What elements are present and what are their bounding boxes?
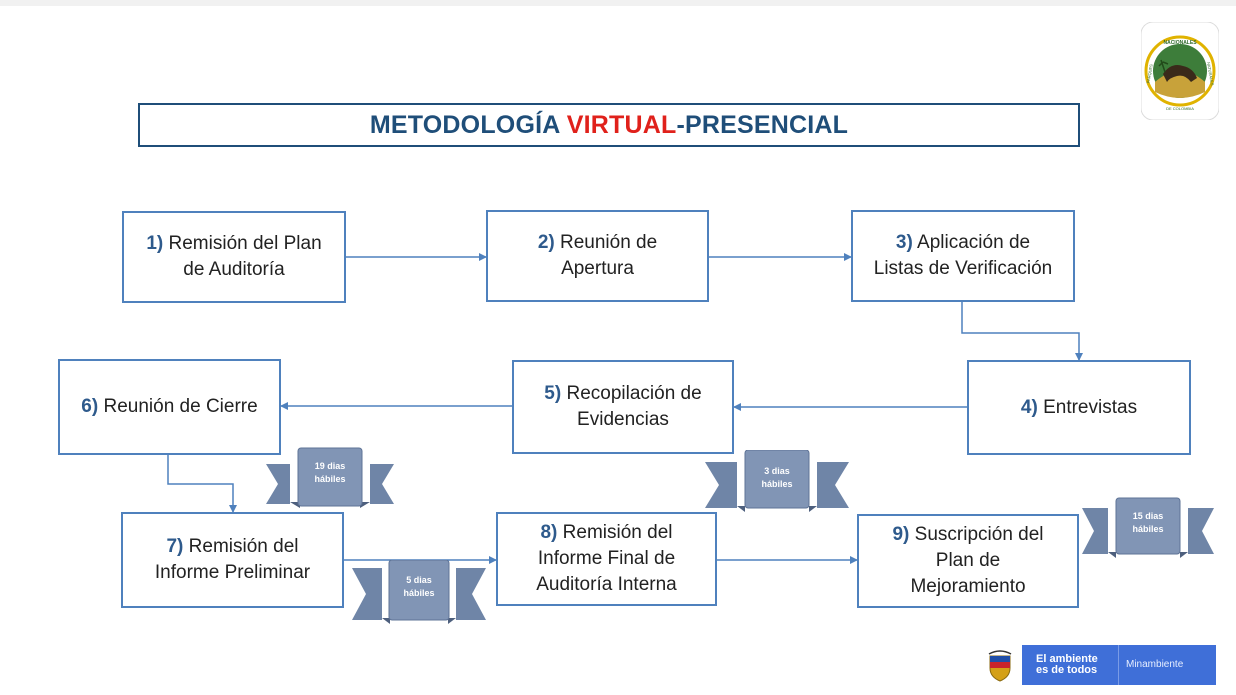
step-7-text: Remisión del <box>183 536 299 557</box>
footer-line-2: es de todos <box>1036 664 1098 676</box>
ribbon-19-line-1: 19 dias <box>314 461 346 471</box>
colombia-shield-icon <box>988 650 1012 682</box>
ribbon-3-dias: 3 dias hábiles <box>705 449 849 516</box>
ribbon-19-dias: 19 dias hábiles <box>266 446 394 512</box>
step-4-number: 4) <box>1020 396 1038 418</box>
footer-brand-name: Minambiente <box>1126 659 1184 670</box>
arrow-6-7 <box>167 455 237 513</box>
step-8-text-2: Informe Final de <box>537 548 676 569</box>
step-4-box: 4) Entrevistas <box>967 360 1191 455</box>
step-2-text-2: Apertura <box>561 258 634 279</box>
ribbon-shape <box>705 449 849 512</box>
footer-separator <box>1118 645 1119 685</box>
step-5-text-2: Evidencias <box>577 409 669 430</box>
title-part-3: -PRESENCIAL <box>676 110 849 139</box>
step-6-number: 6) <box>81 396 99 417</box>
step-4-text: Entrevistas <box>1037 396 1138 418</box>
ribbon-shape <box>352 559 486 624</box>
step-2-box: 2) Reunión de Apertura <box>486 210 709 302</box>
step-9-text-3: Mejoramiento <box>910 576 1026 597</box>
step-6-text: Reunión de Cierre <box>98 396 258 417</box>
logo-right-text: NATURALES <box>1206 62 1215 87</box>
step-8-text-3: Auditoría Interna <box>536 574 677 595</box>
step-3-number: 3) <box>895 232 913 253</box>
logo-left-text: PARQUES <box>1145 63 1153 83</box>
ribbon-shape <box>266 447 394 508</box>
step-1-text-2: de Auditoría <box>183 259 285 280</box>
ribbon-15-line-2: hábiles <box>1132 524 1164 534</box>
step-3-text-2: Listas de Verificación <box>873 258 1053 279</box>
page-title: METODOLOGÍA VIRTUAL-PRESENCIAL <box>138 103 1080 147</box>
step-7-text-2: Informe Preliminar <box>154 562 311 583</box>
ribbon-5-line-1: 5 dias <box>406 575 432 585</box>
step-1-text: Remisión del Plan <box>163 233 322 254</box>
step-9-text-2: Plan de <box>935 550 1001 571</box>
title-part-2: VIRTUAL <box>566 110 677 139</box>
parques-nacionales-logo: NACIONALES DE COLOMBIA PARQUES NATURALES <box>1141 22 1219 120</box>
ribbon-5-line-2: hábiles <box>403 588 435 598</box>
footer-brand: El ambiente es de todos Minambiente <box>1022 645 1216 685</box>
step-5-number: 5) <box>544 383 562 404</box>
ribbon-19-line-2: hábiles <box>314 474 346 484</box>
step-9-number: 9) <box>892 524 910 545</box>
logo-top-text: NACIONALES <box>1163 40 1197 46</box>
ribbon-shape <box>1082 497 1214 558</box>
step-9-text: Suscripción del <box>909 524 1044 545</box>
ribbon-15-dias: 15 dias hábiles <box>1082 496 1214 562</box>
ribbon-15-line-1: 15 dias <box>1132 511 1164 521</box>
step-8-text: Remisión del <box>557 522 673 543</box>
arrow-3-4 <box>961 302 1083 361</box>
step-5-box: 5) Recopilación de Evidencias <box>512 360 734 454</box>
step-5-text: Recopilación de <box>561 383 702 404</box>
ribbon-3-line-1: 3 dias <box>764 466 790 476</box>
footer-line-1: El ambiente <box>1036 653 1098 665</box>
step-8-number: 8) <box>540 522 558 543</box>
step-1-box: 1) Remisión del Plan de Auditoría <box>122 211 346 303</box>
title-part-1: METODOLOGÍA <box>369 110 567 139</box>
step-2-text: Reunión de <box>554 232 658 253</box>
step-2-number: 2) <box>537 232 555 253</box>
step-6-box: 6) Reunión de Cierre <box>58 359 281 455</box>
step-3-text: Aplicación de <box>912 232 1031 253</box>
top-border <box>0 0 1236 6</box>
step-1-number: 1) <box>146 233 164 254</box>
ribbon-5-dias: 5 dias hábiles <box>352 559 486 630</box>
ribbon-3-line-2: hábiles <box>761 479 793 489</box>
step-7-number: 7) <box>166 536 184 557</box>
step-3-box: 3) Aplicación de Listas de Verificación <box>851 210 1075 302</box>
logo-bottom-text: DE COLOMBIA <box>1166 106 1194 111</box>
